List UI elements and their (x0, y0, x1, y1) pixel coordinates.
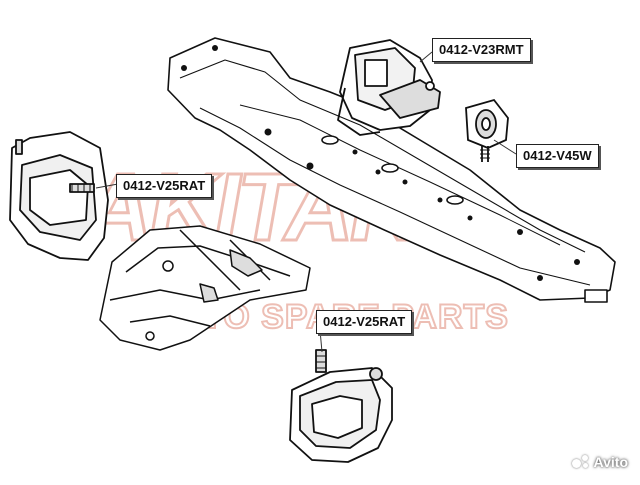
label-0412-v25rat-bottom: 0412-V25RAT (316, 310, 413, 334)
subframe (99, 225, 311, 351)
label-0412-v23rmt: 0412-V23RMT (432, 38, 531, 62)
label-0412-v25rat-left: 0412-V25RAT (116, 174, 213, 198)
mount-0412-v23rmt (337, 39, 441, 136)
label-0412-v45w: 0412-V45W (516, 144, 599, 168)
avito-label: Avito (593, 454, 628, 470)
avito-logo-icon (571, 455, 590, 469)
crossmember (167, 37, 616, 303)
mount-0412-v25rat-bottom (289, 349, 393, 463)
mount-0412-v25rat-left (9, 131, 109, 261)
leader-lines (95, 51, 517, 353)
mount-0412-v45w (465, 98, 509, 162)
avito-watermark: Avito (571, 454, 628, 470)
